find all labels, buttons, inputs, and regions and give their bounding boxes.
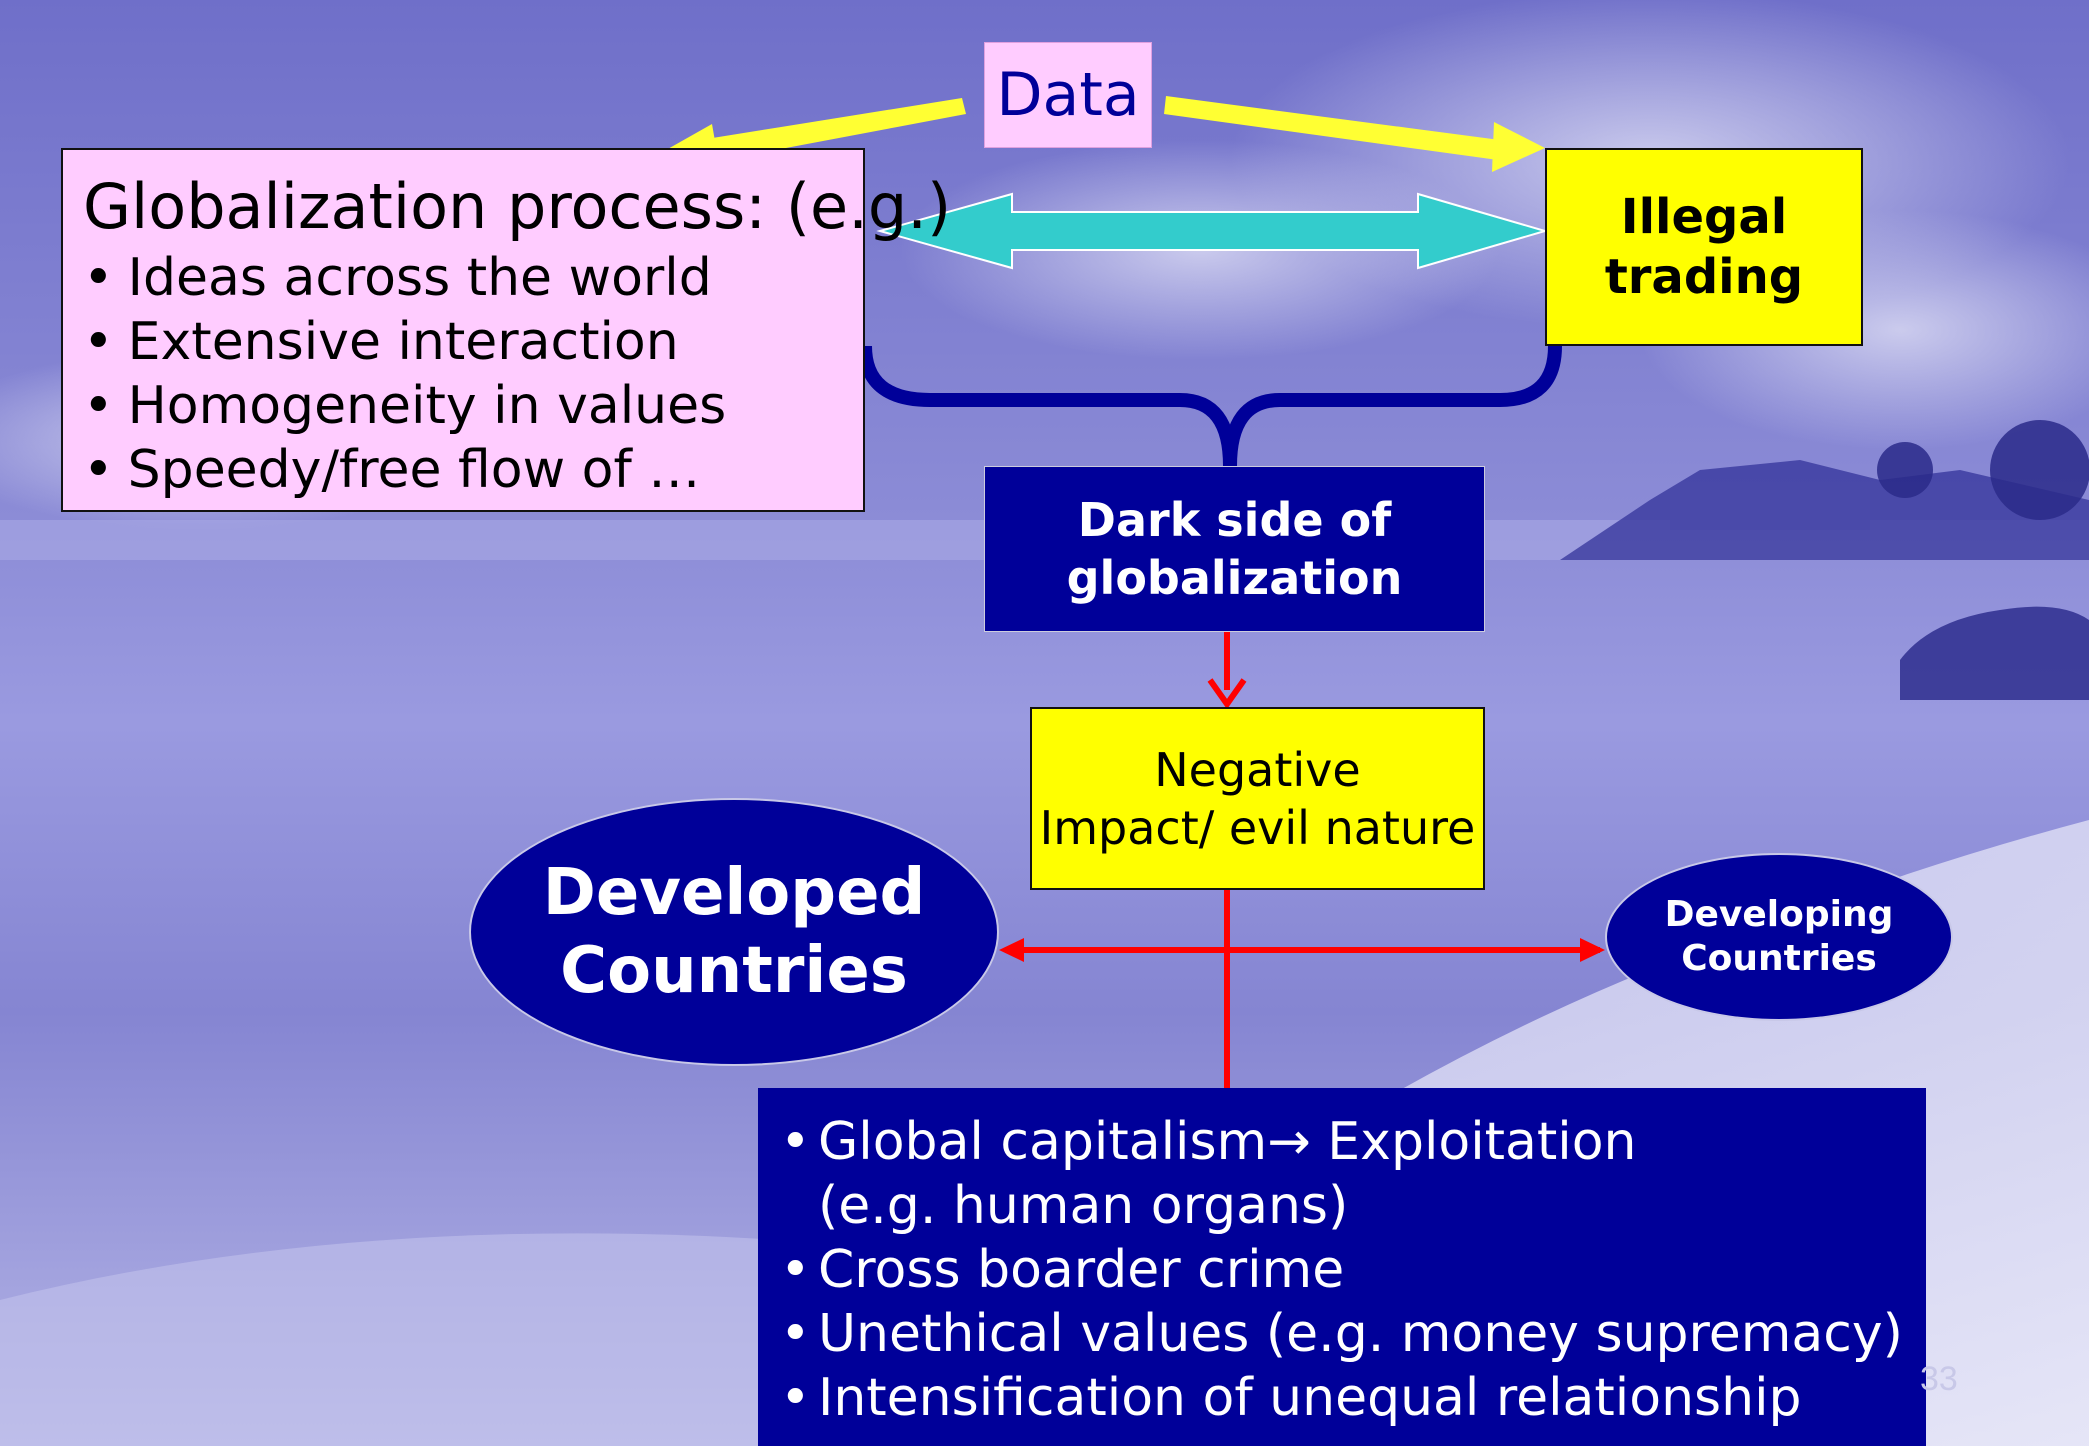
negative-impact-box: Negative Impact/ evil nature — [1030, 707, 1485, 890]
brace-connector — [858, 345, 1562, 467]
bullet-dot: • — [780, 1304, 811, 1364]
data-arrow-head-right — [1492, 122, 1545, 172]
developing-line2: Countries — [1681, 938, 1877, 979]
dark-side-line1: Dark side of — [1077, 493, 1392, 547]
effects-item3: Unethical values (e.g. money supremacy) — [818, 1304, 1903, 1364]
bullet-dot: • — [780, 1240, 811, 1300]
bullet-dot: • — [780, 1368, 811, 1428]
page-number: 33 — [1920, 1360, 1958, 1398]
developing-arrowhead — [1580, 938, 1605, 962]
illegal-trading-box: Illegal trading — [1545, 148, 1863, 346]
developed-line1: Developed — [542, 856, 926, 930]
effects-item: • Unethical values (e.g. money supremacy… — [780, 1302, 1926, 1366]
effects-item: • Global capitalism→ Exploitation (e.g. … — [780, 1110, 1926, 1238]
globalization-bullet: Speedy/free flow of … — [83, 438, 863, 502]
globalization-process-box: Globalization process: (e.g.) Ideas acro… — [61, 148, 952, 512]
data-to-illegal-arrow — [1164, 96, 1500, 160]
negative-line1: Negative — [1154, 742, 1361, 797]
effects-box: • Global capitalism→ Exploitation (e.g. … — [758, 1088, 1926, 1446]
globalization-title: Globalization process: (e.g.) — [83, 170, 952, 243]
dark-side-box: Dark side of globalization — [984, 466, 1485, 632]
illegal-trading-line1: Illegal — [1620, 189, 1788, 245]
illegal-trading-line2: trading — [1604, 249, 1804, 305]
globalization-bullet: Ideas across the world — [83, 246, 863, 310]
effects-item2: Cross boarder crime — [818, 1240, 1345, 1300]
developed-line2: Countries — [560, 934, 908, 1008]
globalization-bullet-list: Ideas across the world Extensive interac… — [83, 246, 863, 502]
globalization-bullet: Extensive interaction — [83, 310, 863, 374]
effects-item1-line1: Global capitalism→ Exploitation — [818, 1112, 1637, 1172]
effects-item: • Intensification of unequal relationshi… — [780, 1366, 1926, 1430]
developing-countries-ellipse: Developing Countries — [1605, 853, 1953, 1021]
data-box: Data — [984, 42, 1152, 148]
bullet-dot: • — [780, 1112, 811, 1172]
effects-item: • Cross boarder crime — [780, 1238, 1926, 1302]
developing-line1: Developing — [1664, 894, 1894, 935]
data-to-globalization-arrow — [700, 98, 966, 162]
negative-line2: Impact/ evil nature — [1039, 800, 1476, 855]
globalization-bullet: Homogeneity in values — [83, 374, 863, 438]
data-label: Data — [996, 60, 1140, 130]
dark-side-line2: globalization — [1066, 551, 1403, 605]
effects-item1-line2: (e.g. human organs) — [818, 1176, 1349, 1236]
effects-item4: Intensification of unequal relationship — [818, 1368, 1802, 1428]
developed-arrowhead — [999, 938, 1024, 962]
effects-list: • Global capitalism→ Exploitation (e.g. … — [780, 1110, 1926, 1430]
developed-countries-ellipse: Developed Countries — [469, 798, 999, 1066]
dark-to-negative-arrowhead — [1207, 678, 1247, 710]
